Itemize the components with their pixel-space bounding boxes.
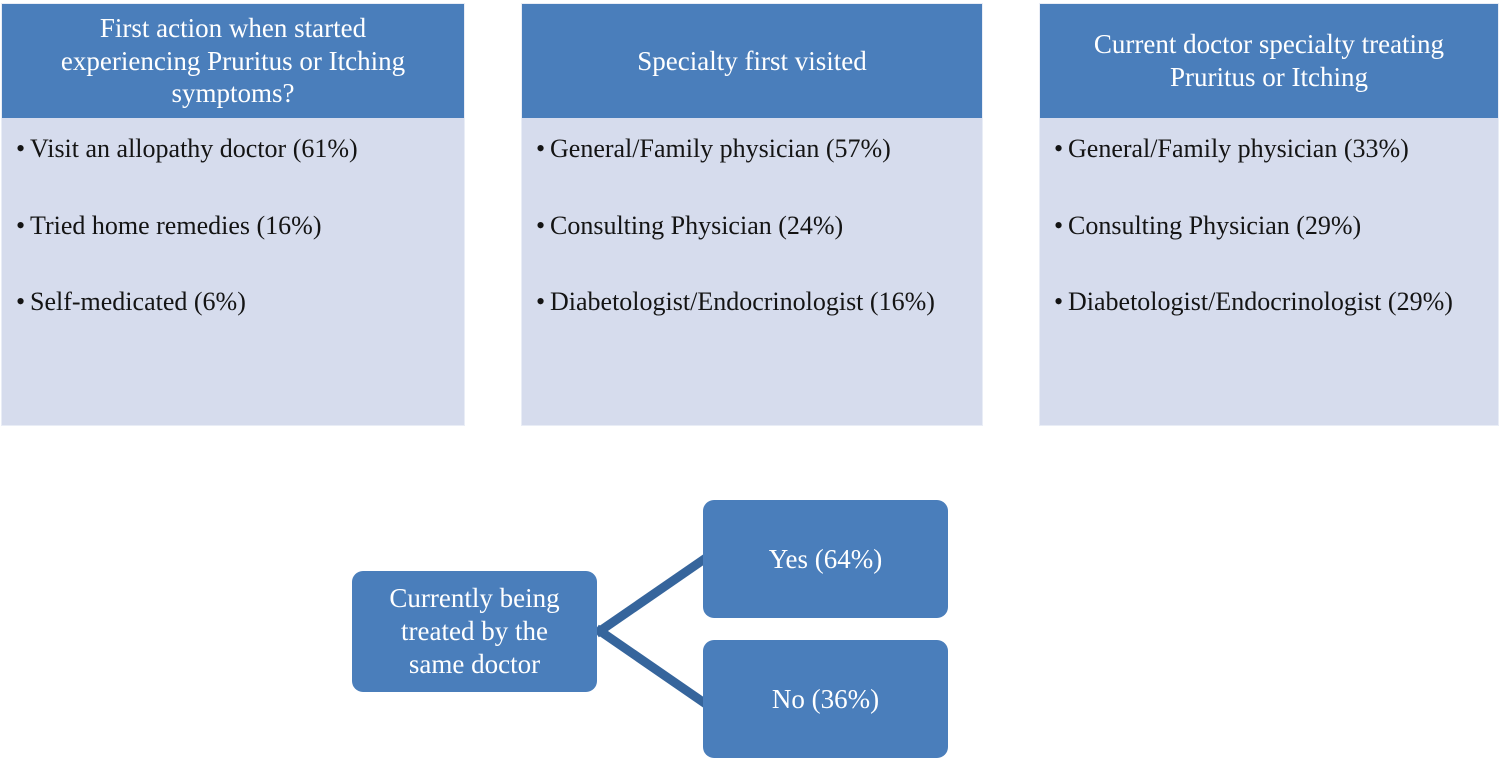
- list-item-label: General/Family physician (57%): [550, 134, 891, 163]
- bullet-icon: •: [1054, 134, 1064, 163]
- list-item-label: Consulting Physician (24%): [550, 210, 844, 240]
- list-item: • Tried home remedies (16%): [16, 211, 450, 242]
- bullet-icon: •: [1054, 287, 1064, 317]
- bullet-icon: •: [16, 210, 26, 240]
- panel-first-action: First action when started experiencing P…: [2, 4, 464, 425]
- list-item: • Consulting Physician (29%): [1054, 211, 1484, 242]
- panel-specialty-first-visited-header: Specialty first visited: [522, 4, 982, 118]
- bullet-icon: •: [536, 210, 546, 240]
- flow-node-currently-treated-same-doctor: Currently being treated by the same doct…: [352, 571, 597, 692]
- list-item-label: General/Family physician (33%): [1068, 134, 1409, 163]
- list-item-label: Self-medicated (6%): [30, 287, 246, 317]
- list-item-label: Visit an allopathy doctor (61%): [30, 134, 358, 163]
- list-item-label: Tried home remedies (16%): [30, 210, 322, 240]
- list-item: • General/Family physician (57%): [536, 134, 968, 165]
- bullet-icon: •: [16, 134, 26, 163]
- panel-current-doctor-specialty-header: Current doctor specialty treating Prurit…: [1040, 4, 1498, 118]
- list-item: • Diabetologist/Endocrinologist (29%): [1054, 287, 1484, 318]
- list-item: • Diabetologist/Endocrinologist (16%): [536, 287, 968, 318]
- flow-node-no-label: No (36%): [771, 683, 880, 714]
- list-item-label: Diabetologist/Endocrinologist (16%): [550, 287, 935, 317]
- list-item: • General/Family physician (33%): [1054, 134, 1484, 165]
- panel-first-action-title-line-1: First action when started: [99, 12, 367, 43]
- panel-specialty-first-visited-title-line-1: Specialty first visited: [637, 45, 867, 76]
- bullet-icon: •: [536, 134, 546, 163]
- panel-first-action-header: First action when started experiencing P…: [2, 4, 464, 118]
- panel-current-doctor-specialty-title-line-2: Pruritus or Itching: [1170, 62, 1368, 92]
- flow-source-line-1: Currently being: [389, 583, 560, 614]
- list-item: • Consulting Physician (24%): [536, 211, 968, 242]
- flow-source-line-3: same doctor: [408, 648, 541, 679]
- panel-first-action-title-line-3: symptoms?: [171, 78, 295, 109]
- list-item-label: Diabetologist/Endocrinologist (29%): [1068, 287, 1453, 317]
- flow-node-yes: Yes (64%): [703, 500, 948, 618]
- panel-first-action-title-line-2: experiencing Pruritus or Itching: [60, 45, 406, 76]
- bullet-icon: •: [536, 287, 546, 317]
- panel-specialty-first-visited: Specialty first visited • General/Family…: [522, 4, 982, 425]
- flow-node-yes-label: Yes (64%): [768, 543, 883, 574]
- list-item: • Self-medicated (6%): [16, 287, 450, 318]
- bullet-icon: •: [1054, 210, 1064, 240]
- connector-to-yes: [593, 553, 710, 638]
- bullet-icon: •: [16, 287, 26, 317]
- panel-specialty-first-visited-body: • General/Family physician (57%) • Consu…: [522, 118, 982, 374]
- list-item: • Visit an allopathy doctor (61%): [16, 134, 450, 165]
- panel-first-action-body: • Visit an allopathy doctor (61%) • Trie…: [2, 118, 464, 374]
- connector-to-no: [593, 624, 710, 709]
- panel-current-doctor-specialty-body: • General/Family physician (33%) • Consu…: [1040, 118, 1498, 374]
- flow-source-line-2: treated by the: [401, 616, 548, 647]
- flow-node-no: No (36%): [703, 640, 948, 758]
- panel-current-doctor-specialty-title-line-1: Current doctor specialty treating: [1093, 29, 1445, 60]
- panel-current-doctor-specialty: Current doctor specialty treating Prurit…: [1040, 4, 1498, 425]
- list-item-label: Consulting Physician (29%): [1068, 210, 1362, 240]
